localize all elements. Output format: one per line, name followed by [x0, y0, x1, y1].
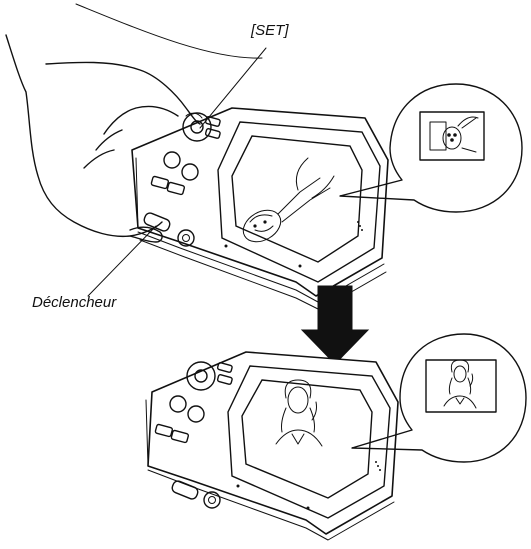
shutter-label: Déclencheur — [32, 294, 116, 311]
set-button-label: [SET] — [251, 22, 289, 39]
camera-top — [132, 108, 388, 310]
down-arrow — [302, 286, 368, 364]
